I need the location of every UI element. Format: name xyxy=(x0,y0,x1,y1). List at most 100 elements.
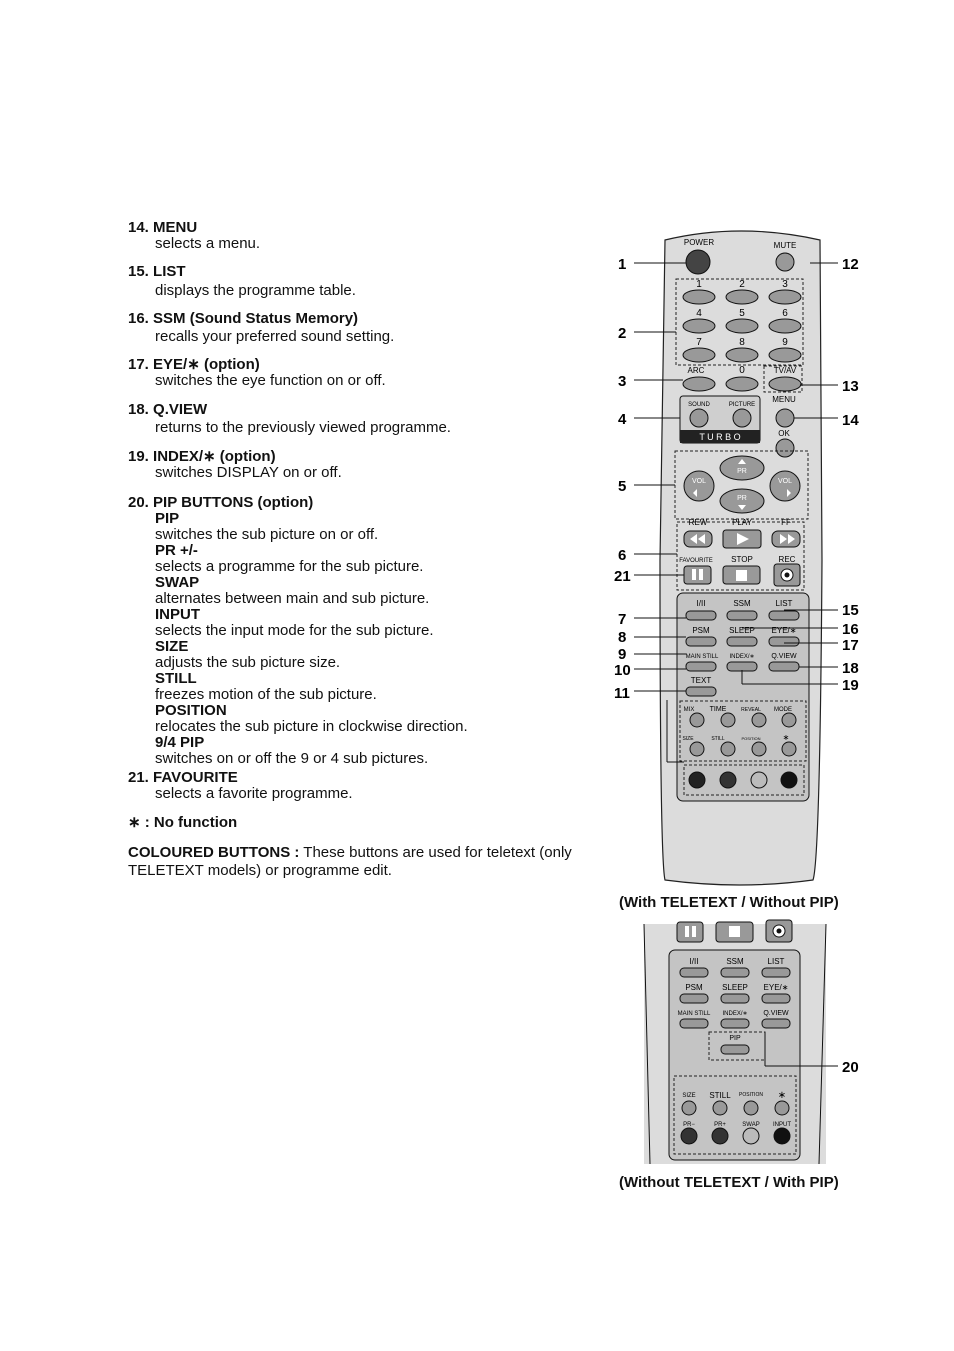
star-button[interactable] xyxy=(774,1100,790,1116)
caption-bottom: (Without TELETEXT / With PIP) xyxy=(619,1174,839,1191)
yellow-button[interactable] xyxy=(750,771,768,789)
green-button[interactable] xyxy=(719,771,737,789)
ssm-button[interactable] xyxy=(720,967,750,978)
pip-button[interactable] xyxy=(720,1044,750,1055)
ok-button[interactable] xyxy=(775,438,795,458)
sleep-button[interactable] xyxy=(726,636,758,647)
digit-label: 9 xyxy=(782,337,788,348)
still-label: STILL xyxy=(711,736,725,742)
menu-button[interactable] xyxy=(775,408,795,428)
main-still-button[interactable] xyxy=(679,1018,709,1029)
i-ii-button[interactable] xyxy=(685,610,717,621)
psm-button[interactable] xyxy=(679,993,709,1004)
favourite-button[interactable] xyxy=(683,565,712,585)
pip-entry-desc: switches on or off the 9 or 4 sub pictur… xyxy=(155,750,429,767)
digit-button[interactable] xyxy=(682,318,716,334)
pr-up-button[interactable] xyxy=(719,455,765,481)
ssm-button[interactable] xyxy=(726,610,758,621)
size-button[interactable] xyxy=(681,1100,697,1116)
tvav-button[interactable] xyxy=(768,376,802,392)
digit-button[interactable] xyxy=(725,289,759,305)
eye-label: EYE/∗ xyxy=(764,983,789,992)
menu-label: MENU xyxy=(772,395,796,404)
qview-button[interactable] xyxy=(768,661,800,672)
index-button[interactable] xyxy=(720,1018,750,1029)
input-label: INPUT xyxy=(773,1122,791,1128)
eye-button[interactable] xyxy=(768,636,800,647)
pr-plus-button[interactable] xyxy=(711,1127,729,1145)
position-button[interactable] xyxy=(751,741,767,757)
picture-button[interactable] xyxy=(732,408,752,428)
fast-forward-icon xyxy=(780,534,795,544)
callout-number: 5 xyxy=(618,478,626,495)
mix-button[interactable] xyxy=(689,712,705,728)
tvav-frame xyxy=(763,365,803,393)
main-still-button[interactable] xyxy=(685,661,717,672)
favourite-button[interactable] xyxy=(676,921,704,943)
record-dot-icon xyxy=(784,572,790,578)
item-number: 20. xyxy=(128,494,149,511)
digit-button[interactable] xyxy=(768,289,802,305)
blue-button[interactable] xyxy=(780,771,798,789)
number-pad: 1 2 3 4 5 6 7 8 9 xyxy=(682,279,802,363)
still-button[interactable] xyxy=(720,741,736,757)
input-button[interactable] xyxy=(773,1127,791,1145)
digit-label: 6 xyxy=(782,308,788,319)
sound-button[interactable] xyxy=(689,408,709,428)
vol-down-button[interactable] xyxy=(683,470,715,502)
pr-label: PR xyxy=(737,495,747,502)
text-button[interactable] xyxy=(685,686,717,697)
psm-button[interactable] xyxy=(685,636,717,647)
mode-button[interactable] xyxy=(781,712,797,728)
callout-number: 15 xyxy=(842,602,859,619)
vol-up-button[interactable] xyxy=(769,470,801,502)
down-arrow-icon xyxy=(738,505,746,510)
pr-plus-label: PR+ xyxy=(714,1122,726,1128)
swap-button[interactable] xyxy=(742,1127,760,1145)
time-button[interactable] xyxy=(720,712,736,728)
item-desc: switches DISPLAY on or off. xyxy=(155,464,342,481)
digit-label: 5 xyxy=(739,308,745,319)
mute-button[interactable] xyxy=(775,252,795,272)
power-button[interactable] xyxy=(685,249,711,275)
pr-label: PR xyxy=(737,468,747,475)
sleep-button[interactable] xyxy=(720,993,750,1004)
arc-button[interactable] xyxy=(682,376,716,392)
pip-entry-label: SWAP xyxy=(155,574,200,591)
digit-button[interactable] xyxy=(768,347,802,363)
reveal-button[interactable] xyxy=(751,712,767,728)
qview-button[interactable] xyxy=(761,1018,791,1029)
digit-button[interactable] xyxy=(682,347,716,363)
list-label: LIST xyxy=(776,599,793,608)
index-button[interactable] xyxy=(726,661,758,672)
digit-button[interactable] xyxy=(725,347,759,363)
list-button[interactable] xyxy=(768,610,800,621)
note-text: TELETEXT models) or programme edit. xyxy=(128,862,392,879)
star-label: ∗ xyxy=(778,1090,786,1101)
digit-button[interactable] xyxy=(725,376,759,392)
digit-button[interactable] xyxy=(725,318,759,334)
i-ii-button[interactable] xyxy=(679,967,709,978)
mix-label: MIX xyxy=(684,707,695,713)
star-button[interactable] xyxy=(781,741,797,757)
vol-label: VOL xyxy=(692,478,706,485)
pip-entry-label: 9/4 PIP xyxy=(155,734,205,751)
callout-number: 2 xyxy=(618,325,626,342)
up-arrow-icon xyxy=(738,459,746,464)
digit-button[interactable] xyxy=(768,318,802,334)
item-title: FAVOURITE xyxy=(153,769,238,786)
item-title: LIST xyxy=(153,263,186,280)
list-button[interactable] xyxy=(761,967,791,978)
still-button[interactable] xyxy=(712,1100,728,1116)
pr-minus-button[interactable] xyxy=(680,1127,698,1145)
pr-down-button[interactable] xyxy=(719,488,765,514)
digit-button[interactable] xyxy=(682,289,716,305)
eye-button[interactable] xyxy=(761,993,791,1004)
item-desc: returns to the previously viewed program… xyxy=(155,419,451,436)
digit-label: 1 xyxy=(696,279,702,290)
size-button[interactable] xyxy=(689,741,705,757)
position-button[interactable] xyxy=(743,1100,759,1116)
text-label: TEXT xyxy=(691,676,712,685)
pause-icon xyxy=(692,569,696,580)
red-button[interactable] xyxy=(688,771,706,789)
